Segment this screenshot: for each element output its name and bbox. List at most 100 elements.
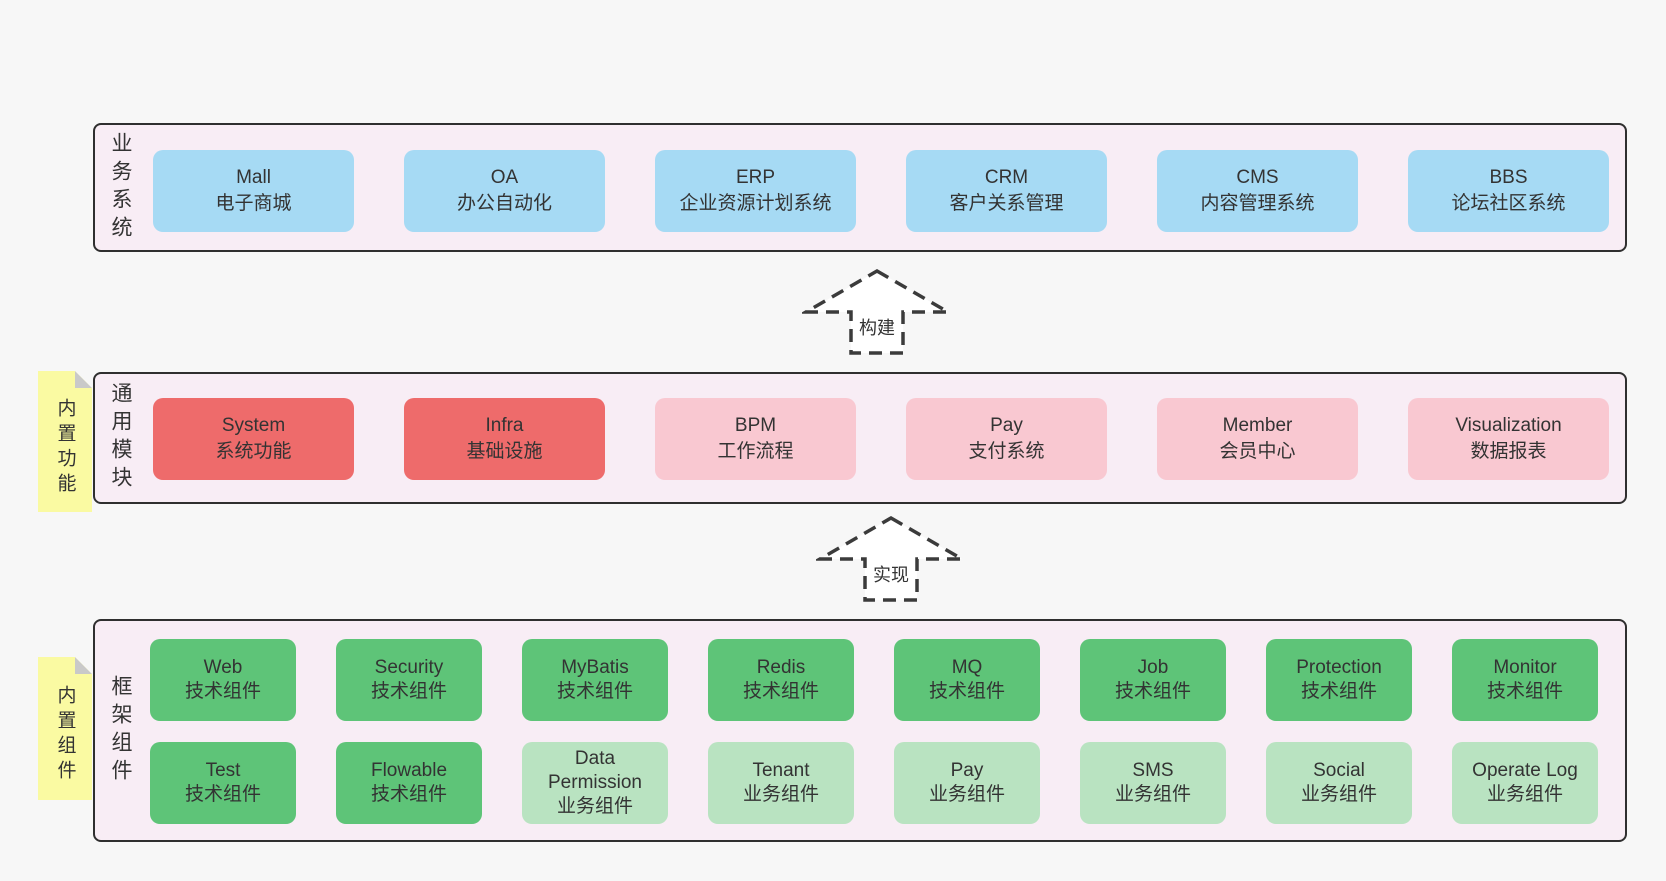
node-name: System <box>221 415 286 436</box>
node-name: MQ <box>951 657 983 678</box>
node-desc: 技术组件 <box>742 681 819 702</box>
node-desc: 系统功能 <box>215 441 292 462</box>
node-bpm: BPM 工作流程 <box>655 398 856 480</box>
framework-components-layer: 框架组件 Web 技术组件 Security 技术组件 MyBatis 技术组件… <box>93 619 1627 842</box>
node-name: MyBatis <box>561 657 629 678</box>
node-name: BBS <box>1489 167 1528 188</box>
layer-title-business: 业务系统 <box>109 131 132 244</box>
node-desc: 技术组件 <box>184 681 261 702</box>
modules-row: System 系统功能 Infra 基础设施 BPM 工作流程 Pay 支付系统… <box>153 398 1609 480</box>
node-name: Web <box>203 657 243 678</box>
node-mall: Mall 电子商城 <box>153 150 354 232</box>
node-desc: 企业资源计划系统 <box>679 193 832 214</box>
sticky-note-text: 内置组件 <box>54 684 76 785</box>
node-redis: Redis 技术组件 <box>708 639 854 721</box>
node-desc: 技术组件 <box>1300 681 1377 702</box>
node-visualization: Visualization 数据报表 <box>1408 398 1609 480</box>
node-desc: 内容管理系统 <box>1200 193 1315 214</box>
node-system: System 系统功能 <box>153 398 354 480</box>
sticky-note-text: 内置功能 <box>54 397 76 498</box>
node-name: BPM <box>734 415 777 436</box>
node-desc: 业务组件 <box>1114 784 1191 805</box>
node-name: Visualization <box>1455 415 1562 436</box>
node-name: Operate Log <box>1472 760 1578 781</box>
framework-row-1: Web 技术组件 Security 技术组件 MyBatis 技术组件 Redi… <box>150 639 1598 721</box>
node-desc: 业务组件 <box>556 796 633 817</box>
sticky-note-builtin-components: 内置组件 <box>38 657 92 800</box>
node-desc: 技术组件 <box>1114 681 1191 702</box>
build-arrow: 构建 <box>802 268 952 356</box>
node-name: SMS <box>1132 760 1174 781</box>
folded-corner-icon <box>75 657 92 674</box>
common-modules-layer: 通用模块 System 系统功能 Infra 基础设施 BPM 工作流程 Pay… <box>93 372 1627 504</box>
folded-corner-icon <box>75 371 92 388</box>
node-desc: 业务组件 <box>1300 784 1377 805</box>
node-desc: 论坛社区系统 <box>1451 193 1566 214</box>
node-name: Social <box>1313 760 1365 781</box>
implement-arrow: 实现 <box>816 515 966 603</box>
node-desc: 数据报表 <box>1470 441 1547 462</box>
node-desc: 客户关系管理 <box>949 193 1064 214</box>
node-desc: 电子商城 <box>215 193 292 214</box>
node-desc: 技术组件 <box>556 681 633 702</box>
node-monitor: Monitor 技术组件 <box>1452 639 1598 721</box>
node-flowable: Flowable 技术组件 <box>336 742 482 824</box>
implement-arrow-label: 实现 <box>871 561 911 587</box>
node-desc: 技术组件 <box>928 681 1005 702</box>
node-desc: 业务组件 <box>1486 784 1563 805</box>
node-member: Member 会员中心 <box>1157 398 1358 480</box>
node-name: Monitor <box>1493 657 1557 678</box>
framework-row-2: Test 技术组件 Flowable 技术组件 Data Permission … <box>150 742 1598 824</box>
node-name: OA <box>490 167 519 188</box>
node-name: Job <box>1137 657 1169 678</box>
node-name: Mall <box>236 167 271 188</box>
node-pay-component: Pay 业务组件 <box>894 742 1040 824</box>
node-name: ERP <box>735 167 776 188</box>
node-social: Social 业务组件 <box>1266 742 1412 824</box>
node-desc: 会员中心 <box>1219 441 1296 462</box>
node-crm: CRM 客户关系管理 <box>906 150 1107 232</box>
node-tenant: Tenant 业务组件 <box>708 742 854 824</box>
node-name: Pay <box>990 415 1023 436</box>
node-name: Pay <box>950 760 984 781</box>
node-mq: MQ 技术组件 <box>894 639 1040 721</box>
node-protection: Protection 技术组件 <box>1266 639 1412 721</box>
node-sms: SMS 业务组件 <box>1080 742 1226 824</box>
node-desc: 支付系统 <box>968 441 1045 462</box>
layer-title-modules: 通用模块 <box>109 382 132 494</box>
node-infra: Infra 基础设施 <box>404 398 605 480</box>
node-desc: 办公自动化 <box>456 193 552 214</box>
node-web: Web 技术组件 <box>150 639 296 721</box>
node-name: Security <box>374 657 444 678</box>
up-block-arrow-icon <box>802 268 952 355</box>
business-row: Mall 电子商城 OA 办公自动化 ERP 企业资源计划系统 CRM 客户关系… <box>153 150 1609 232</box>
node-name: Infra <box>485 415 524 436</box>
node-operate-log: Operate Log 业务组件 <box>1452 742 1598 824</box>
node-desc: 技术组件 <box>1486 681 1563 702</box>
node-desc: 工作流程 <box>717 441 794 462</box>
node-name: Redis <box>756 657 806 678</box>
sticky-note-builtin-features: 内置功能 <box>38 371 92 512</box>
node-name: Tenant <box>752 760 810 781</box>
node-name: Flowable <box>370 760 448 781</box>
up-block-arrow-icon <box>816 515 966 602</box>
node-desc: 技术组件 <box>184 784 261 805</box>
node-data-permission: Data Permission 业务组件 <box>522 742 668 824</box>
node-pay-module: Pay 支付系统 <box>906 398 1107 480</box>
node-desc: 技术组件 <box>370 681 447 702</box>
node-desc: 业务组件 <box>742 784 819 805</box>
node-name: Protection <box>1296 657 1382 678</box>
node-bbs: BBS 论坛社区系统 <box>1408 150 1609 232</box>
node-erp: ERP 企业资源计划系统 <box>655 150 856 232</box>
node-desc: 基础设施 <box>466 441 543 462</box>
node-cms: CMS 内容管理系统 <box>1157 150 1358 232</box>
node-name: CMS <box>1236 167 1279 188</box>
node-mybatis: MyBatis 技术组件 <box>522 639 668 721</box>
node-name: Test <box>205 760 241 781</box>
node-security: Security 技术组件 <box>336 639 482 721</box>
node-test: Test 技术组件 <box>150 742 296 824</box>
build-arrow-label: 构建 <box>857 314 897 340</box>
node-oa: OA 办公自动化 <box>404 150 605 232</box>
layer-title-framework: 框架组件 <box>109 674 132 787</box>
business-systems-layer: 业务系统 Mall 电子商城 OA 办公自动化 ERP 企业资源计划系统 CRM… <box>93 123 1627 252</box>
